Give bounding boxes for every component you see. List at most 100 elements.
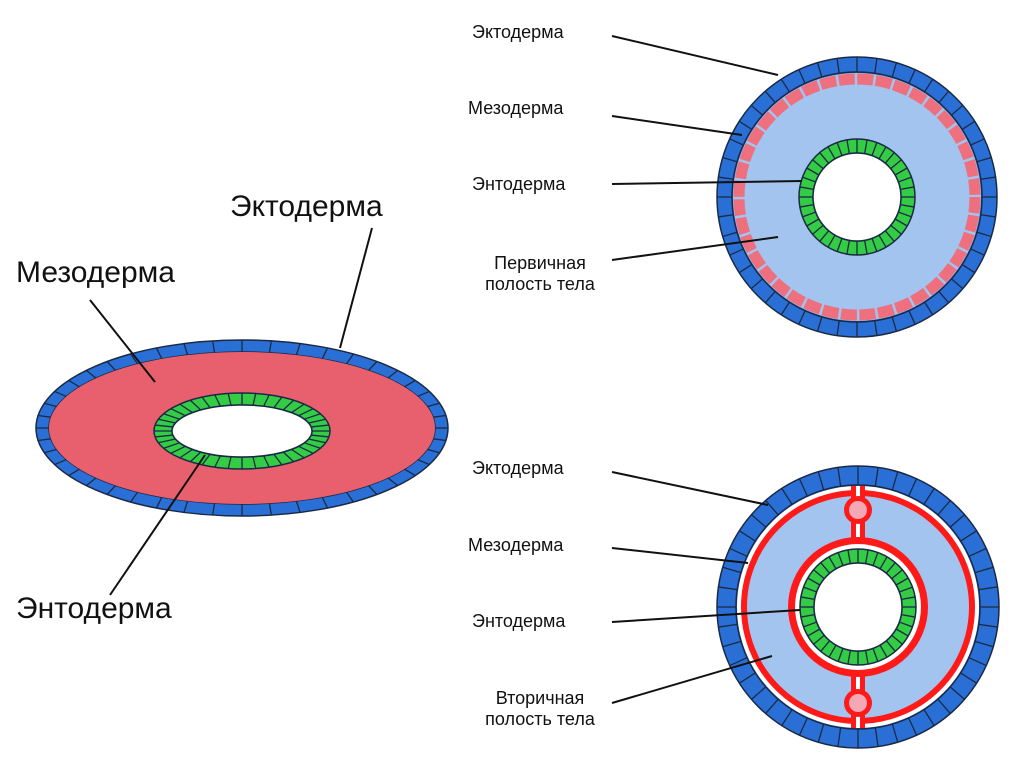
endoderm-ring-cell-divider xyxy=(799,204,814,208)
endoderm-ring-cell-divider xyxy=(807,628,821,637)
endoderm-ring-cell-divider xyxy=(871,142,878,156)
ectoderm-ring-cell-divider xyxy=(980,176,996,180)
ectoderm-ring-cell-divider xyxy=(780,301,790,316)
endoderm-ring-cell-divider xyxy=(179,403,193,414)
endoderm-ring-cell-divider xyxy=(201,453,211,466)
endoderm-ring-cell-divider xyxy=(273,453,283,466)
ectoderm-ring-cell-divider xyxy=(38,414,52,418)
secondary-cavity-section xyxy=(716,465,1000,749)
ectoderm-ring-cell-divider xyxy=(968,547,987,557)
endoderm-ring-cell-divider xyxy=(871,238,878,252)
ectoderm-ring-cell-divider xyxy=(212,340,216,353)
ectoderm-ring-cell-divider xyxy=(780,78,790,93)
endoderm-ring-cell-divider xyxy=(898,176,912,183)
ectoderm-ring-cell-divider xyxy=(427,448,440,454)
ectoderm-ring-cell-divider xyxy=(949,686,965,700)
endoderm-ring-cell-divider xyxy=(847,650,851,665)
ectoderm-ring-cell-divider xyxy=(817,723,825,743)
ectoderm-ring-cell-divider xyxy=(891,723,899,743)
ectoderm-ring-cell-divider xyxy=(729,248,744,256)
ectoderm-ring-cell-divider xyxy=(268,340,272,353)
endoderm-ring-cell-divider xyxy=(813,634,825,645)
ectoderm-ring-cell-divider xyxy=(718,586,738,591)
endoderm-ring-cell-divider xyxy=(298,408,314,417)
ectoderm-ring-cell-divider xyxy=(798,717,808,736)
ectoderm-ring-cell-divider xyxy=(978,586,998,591)
ectoderm-ring-cell-divider xyxy=(739,530,756,542)
endoderm-ring-cell-divider xyxy=(170,445,186,454)
endoderm-ring-cell-divider xyxy=(179,448,193,459)
ectoderm-ring-cell-divider xyxy=(718,176,734,180)
endoderm-ring-cell-divider xyxy=(252,393,257,406)
ectoderm-ring-cell-divider xyxy=(722,566,742,574)
ectoderm-ring-cell-divider xyxy=(891,471,899,491)
ectoderm-ring-cell-divider xyxy=(54,390,67,398)
endoderm-ring-cell-divider xyxy=(899,621,913,628)
endoderm-ring-cell-divider xyxy=(163,442,180,449)
endoderm-ring-cell-divider xyxy=(806,218,820,227)
ectoderm-ring-cell-divider xyxy=(321,496,329,509)
ectoderm-ring-cell-divider xyxy=(798,478,808,497)
ectoderm-ring-cell-divider xyxy=(765,698,779,714)
ectoderm-ring-cell-divider xyxy=(212,503,216,516)
ectoderm-ring-cell-divider xyxy=(739,672,756,684)
gut-cavity xyxy=(812,152,902,242)
endoderm-ring-cell-divider xyxy=(900,186,915,190)
ectoderm-ring-cell-divider xyxy=(729,657,748,667)
endoderm-ring-cell-divider xyxy=(900,204,915,208)
ectoderm-ring-cell-divider xyxy=(85,369,97,379)
ectoderm-ring-cell-divider xyxy=(970,248,985,256)
ectoderm-ring-cell-divider xyxy=(44,402,57,408)
endoderm-ring-cell-divider xyxy=(170,408,186,417)
ectoderm-ring-cell-divider xyxy=(949,514,965,528)
ectoderm-ring-cell-divider xyxy=(978,623,998,628)
primary-cavity-section xyxy=(716,56,998,338)
ectoderm-ring-cell-divider xyxy=(751,514,767,528)
ectoderm-ring-cell-divider xyxy=(404,468,416,477)
top-cavity-line1: Первичная xyxy=(494,253,586,273)
top-endoderm-label: Энтодерма xyxy=(472,174,566,194)
endoderm-ring-cell-divider xyxy=(827,146,836,160)
endoderm-ring-cell-divider xyxy=(802,176,816,183)
endoderm-ring-cell-divider xyxy=(828,644,837,658)
endoderm-ring-cell-divider xyxy=(865,549,869,564)
endoderm-ring-cell-divider xyxy=(891,634,903,645)
ectoderm-ring-cell-divider xyxy=(367,484,378,495)
endoderm-ring-cell-divider xyxy=(800,614,815,618)
left-endoderm-label: Энтодерма xyxy=(16,592,172,625)
ectoderm-ring-cell-divider xyxy=(432,438,446,442)
bottom-mesoderm-label: Мезодерма xyxy=(468,535,564,555)
endoderm-ring-cell-divider xyxy=(189,399,202,411)
endoderm-ring-cell-divider xyxy=(872,552,879,566)
endoderm-ring-cell-divider xyxy=(836,142,843,156)
endoderm-ring-cell-divider xyxy=(895,577,909,586)
ectoderm-ring-cell-divider xyxy=(937,500,951,516)
ectoderm-ring-cell-divider xyxy=(924,301,934,316)
endoderm-ring-cell-divider xyxy=(308,438,326,444)
top-ectoderm-label: Эктодерма xyxy=(472,22,564,42)
ectoderm-ring-cell-divider xyxy=(974,566,994,574)
endoderm-ring-cell-divider xyxy=(800,596,815,600)
endoderm-ring-cell-divider xyxy=(878,234,887,248)
ectoderm-ring-cell-divider xyxy=(836,58,840,74)
ectoderm-ring-cell-divider xyxy=(974,640,994,648)
ectoderm-ring-cell-divider xyxy=(764,90,776,103)
ectoderm-ring-cell-divider xyxy=(908,478,918,497)
endoderm-ring-cell-divider xyxy=(879,556,888,570)
ectoderm-ring-cell-divider xyxy=(817,471,825,491)
ectoderm-ring-cell-divider xyxy=(68,379,80,388)
ectoderm-ring-cell-divider xyxy=(891,62,898,78)
endoderm-ring-cell-divider xyxy=(227,393,232,406)
ectoderm-ring-cell-divider xyxy=(44,448,57,454)
ectoderm-ring-cell-divider xyxy=(874,58,878,74)
ectoderm-ring-cell-divider xyxy=(923,488,935,505)
endoderm-ring-cell-divider xyxy=(837,648,844,662)
ectoderm-ring-cell-divider xyxy=(961,264,976,274)
ectoderm-ring-cell-divider xyxy=(345,491,354,503)
endoderm-ring-cell-divider xyxy=(890,224,902,235)
ectoderm-ring-cell-divider xyxy=(68,468,80,477)
ectoderm-ring-cell-divider xyxy=(874,320,878,336)
ectoderm-ring-cell-divider xyxy=(750,278,763,290)
endoderm-ring-cell-divider xyxy=(803,586,817,593)
ectoderm-ring-cell-divider xyxy=(345,353,354,365)
